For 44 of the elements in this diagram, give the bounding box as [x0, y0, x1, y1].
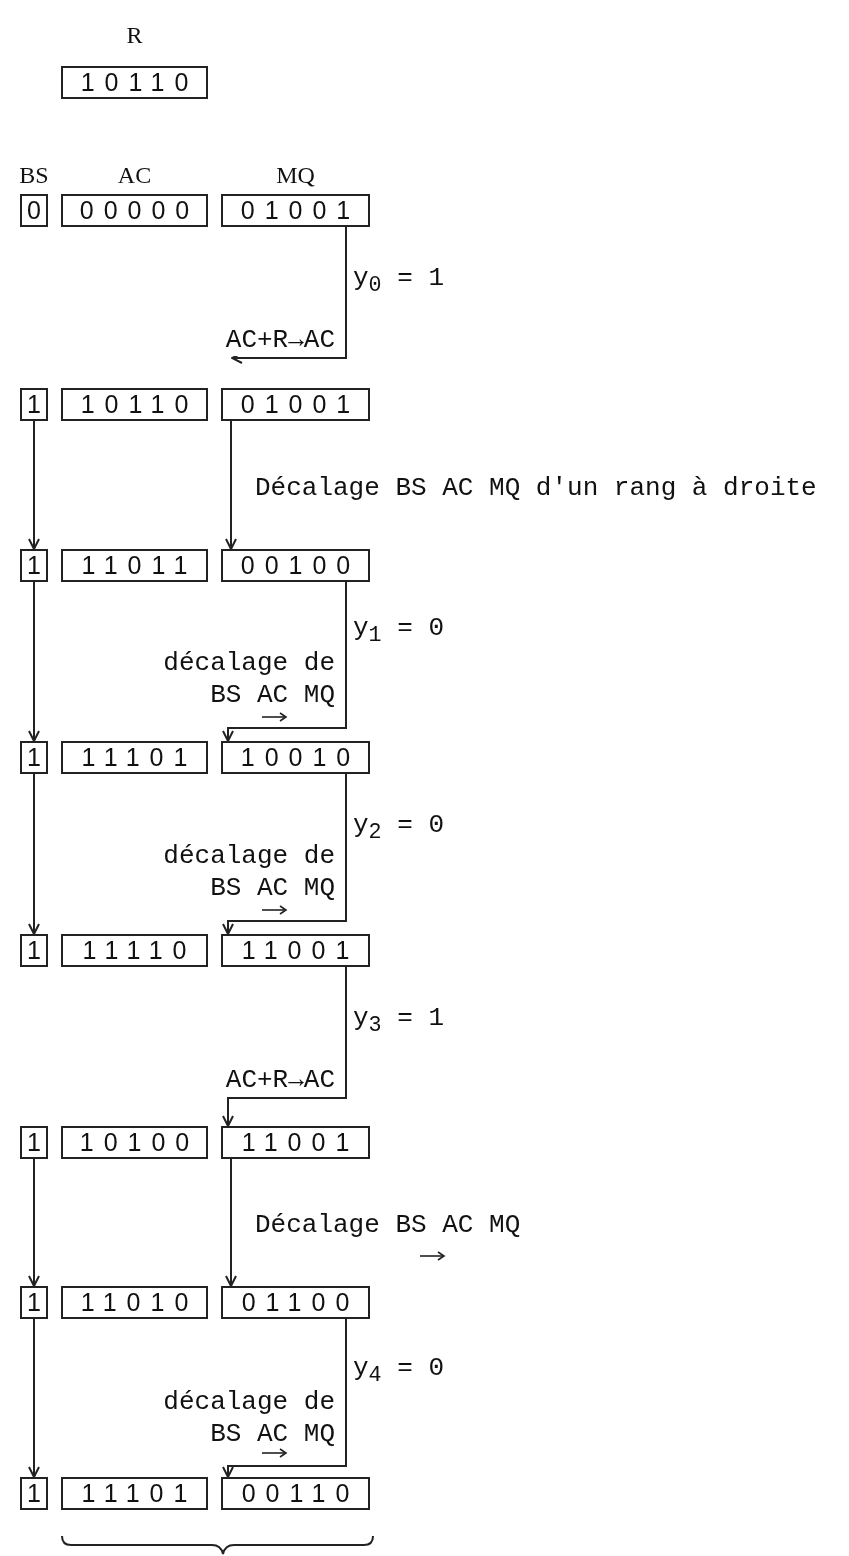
- register-value: 1: [20, 1126, 48, 1159]
- register-value: 11011: [61, 549, 208, 582]
- register-value: 1: [20, 1286, 48, 1319]
- register-value: 10010: [221, 741, 370, 774]
- register-value: 0: [20, 194, 48, 227]
- register-value: 10110: [61, 388, 208, 421]
- register-value: 1: [20, 388, 48, 421]
- arrow: [225, 420, 237, 550]
- operation-note: décalage de BS AC MQ: [162, 647, 335, 711]
- register-value: 10110: [61, 66, 208, 99]
- register-value: 01001: [221, 194, 370, 227]
- register-value: 00000: [61, 194, 208, 227]
- arrow: [28, 1158, 40, 1287]
- register-value: 1: [20, 934, 48, 967]
- register-value: 01001: [221, 388, 370, 421]
- operation-note: décalage de BS AC MQ: [162, 1386, 335, 1450]
- register-value: 1: [20, 741, 48, 774]
- register-value: 00110: [221, 1477, 370, 1510]
- register-value: 10100: [61, 1126, 208, 1159]
- operation-note: décalage de BS AC MQ: [162, 840, 335, 904]
- register-value: 11001: [221, 934, 370, 967]
- arrow: [222, 773, 347, 935]
- register-value: 1: [20, 549, 48, 582]
- arrow: [225, 1158, 237, 1287]
- arrow: [222, 581, 347, 742]
- arrow: [231, 226, 347, 364]
- arrow: [222, 966, 347, 1127]
- register-label: R: [126, 21, 143, 50]
- arrow: [28, 773, 40, 935]
- register-value: 11110: [61, 934, 208, 967]
- arrow: [222, 1318, 347, 1478]
- arrow: [28, 420, 40, 550]
- arrow: [28, 1318, 40, 1478]
- register-label: MQ: [276, 161, 315, 190]
- register-label: BS: [19, 161, 49, 190]
- register-value: 11101: [61, 741, 208, 774]
- arrow: [28, 581, 40, 742]
- register-value: 11010: [61, 1286, 208, 1319]
- register-label: AC: [117, 161, 152, 190]
- register-value: 11001: [221, 1126, 370, 1159]
- register-value: 01100: [221, 1286, 370, 1319]
- register-value: 00100: [221, 549, 370, 582]
- register-value: 1: [20, 1477, 48, 1510]
- register-value: 11101: [61, 1477, 208, 1510]
